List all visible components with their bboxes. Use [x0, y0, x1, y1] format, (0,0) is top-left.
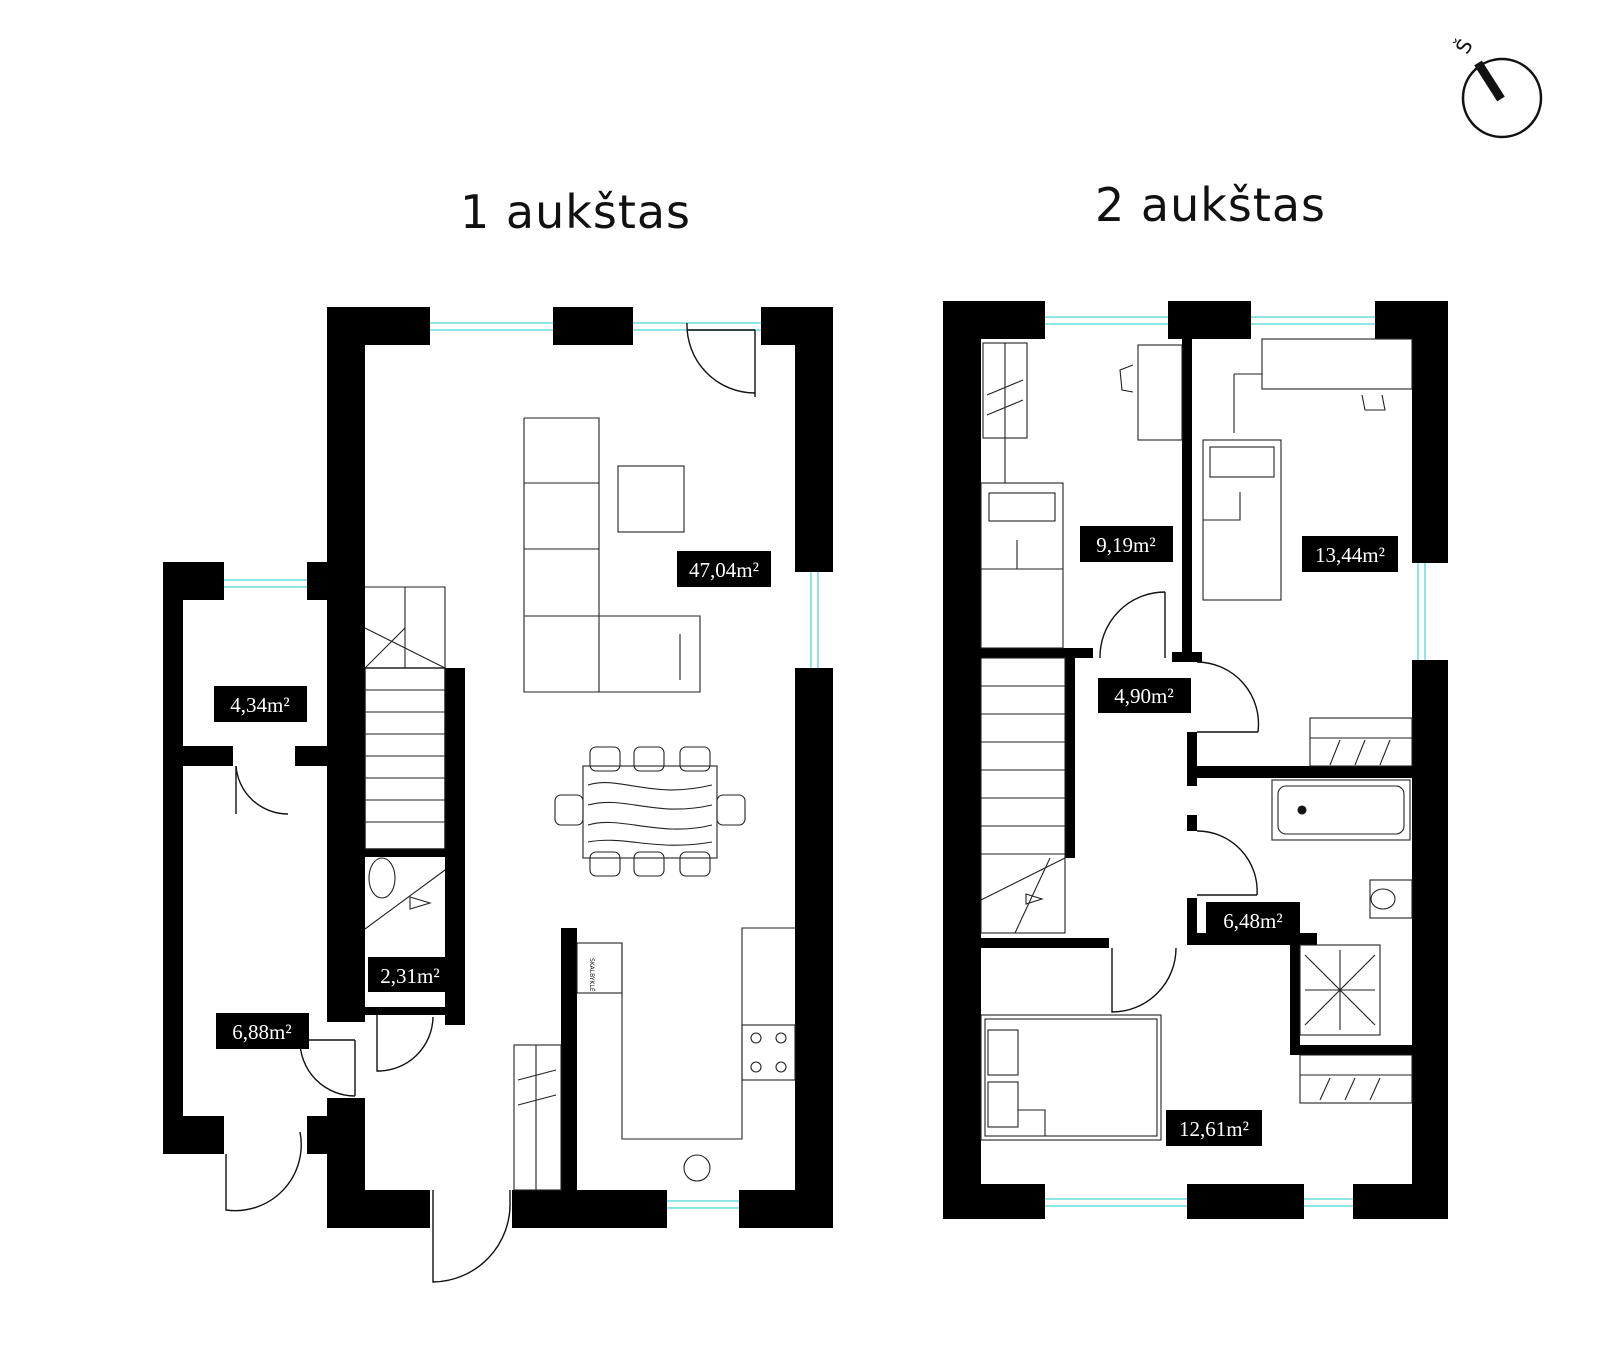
area-label-bedroom-3: 12,61m²: [1179, 1117, 1249, 1141]
area-label-small-room: 4,34m²: [230, 693, 289, 717]
area-label-wc: 2,31m²: [380, 964, 439, 988]
area-label-bedroom-2: 13,44m²: [1315, 543, 1385, 567]
floor-1-plan: SKALBYKLĖ: [163, 307, 833, 1283]
compass-letter: Š: [1451, 35, 1478, 58]
area-label-living: 47,04m²: [689, 558, 759, 582]
washer-label: SKALBYKLĖ: [588, 958, 595, 992]
area-label-entry: 6,88m²: [232, 1020, 291, 1044]
area-labels: 47,04m² 4,34m² 2,31m² 6,88m² 9,19m² 13,4…: [214, 526, 1398, 1146]
floor-1-title: 1 aukštas: [460, 185, 692, 239]
area-label-hall: 4,90m²: [1114, 684, 1173, 708]
north-arrow-icon: Š: [1451, 35, 1543, 139]
floor-2-plan: [943, 301, 1448, 1219]
area-label-bathroom: 6,48m²: [1223, 909, 1282, 933]
area-label-bedroom-1: 9,19m²: [1096, 533, 1155, 557]
floor-2-title: 2 aukštas: [1095, 178, 1327, 232]
